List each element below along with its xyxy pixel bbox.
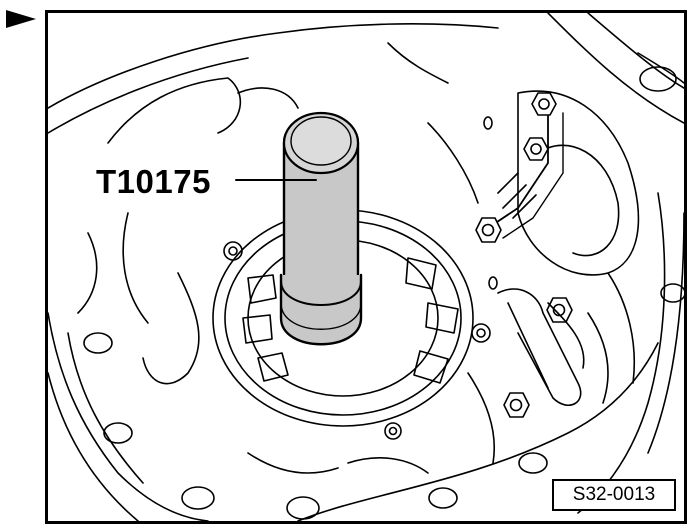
illustration-frame: T10175 S32-0013 [45,10,687,524]
pointer-arrow-icon [6,10,36,28]
tool-label: T10175 [96,163,211,200]
gearbox-housing-drawing [48,13,684,521]
figure-code-label: S32-0013 [552,479,676,511]
bolt-icon [475,92,573,418]
